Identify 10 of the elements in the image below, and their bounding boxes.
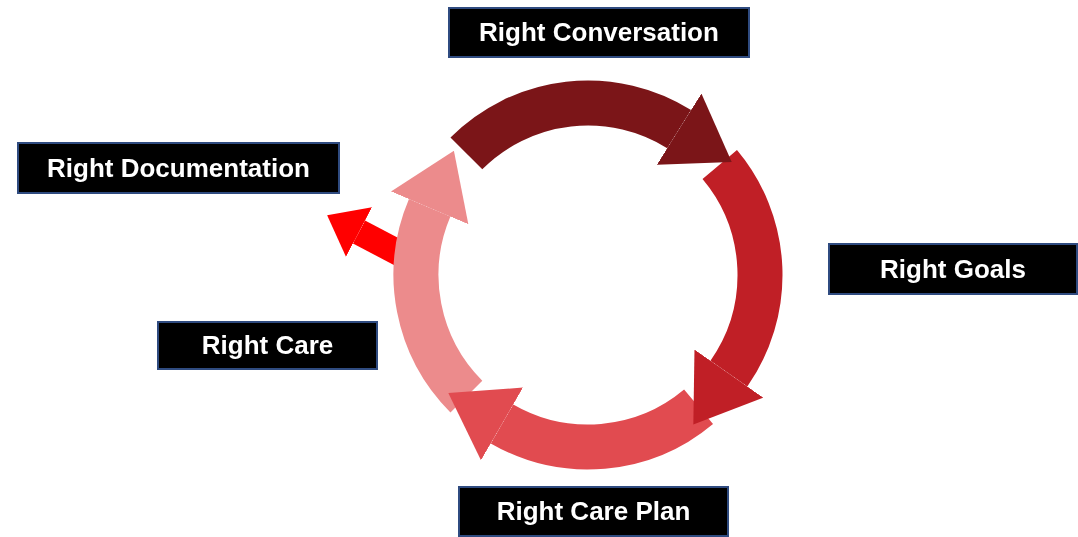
label-box [17,142,340,194]
label-box [828,243,1078,295]
label-text: Right Goals [880,253,1026,285]
label-text: Right Care Plan [496,496,691,527]
label-text: Right Conversation [479,17,719,48]
label-text: Right Care [201,330,334,361]
label-box [448,7,750,58]
label-box [458,486,729,537]
label-box [157,321,378,370]
label-text: Right Documentation [47,152,310,184]
